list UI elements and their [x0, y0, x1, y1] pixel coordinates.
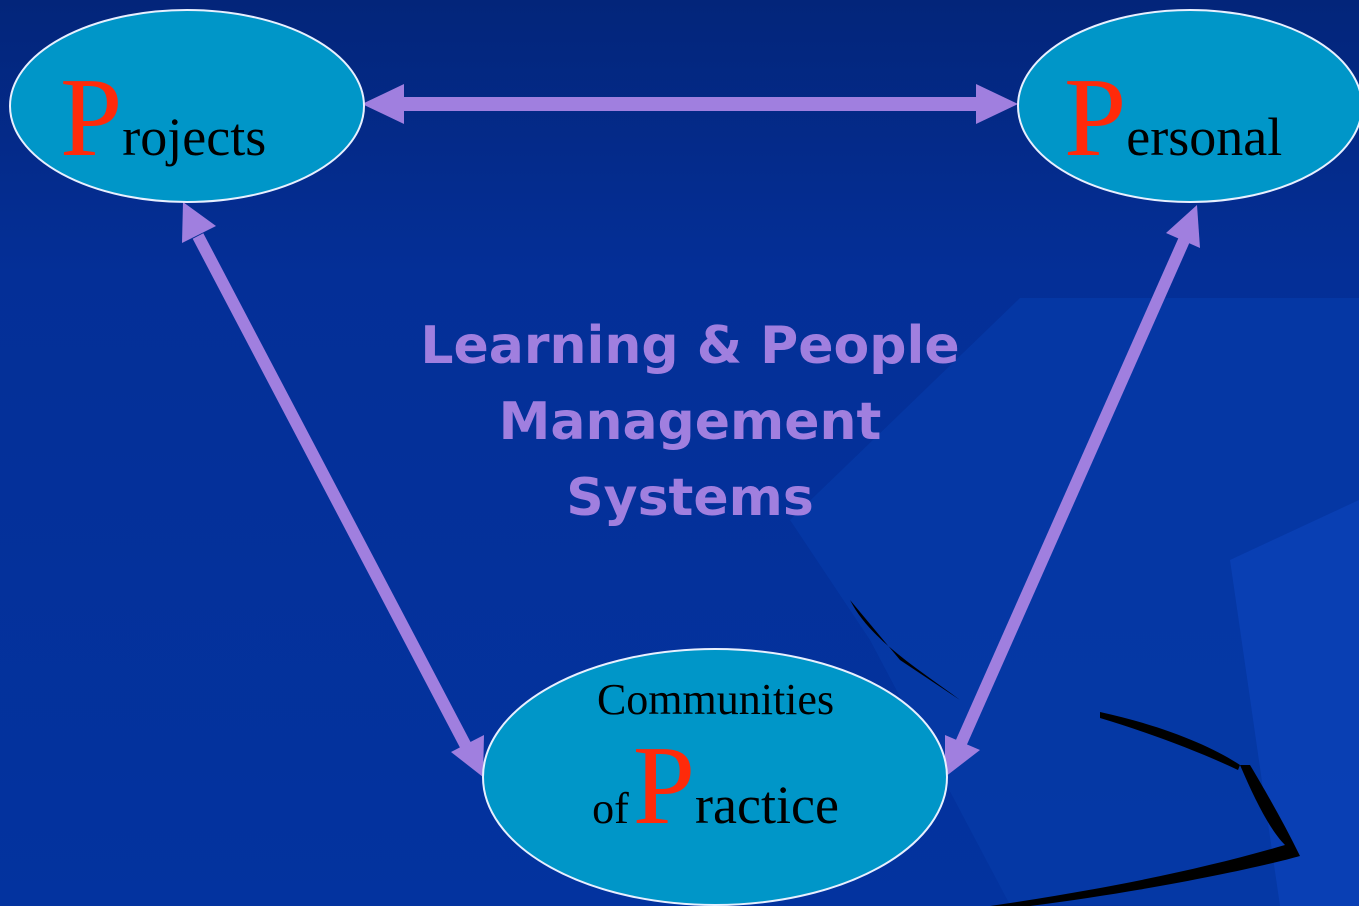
connector-projects-communities: [182, 202, 484, 777]
center-title-line3: Systems: [566, 468, 814, 528]
personal-initial: P: [1064, 56, 1127, 180]
personal-rest: ersonal: [1126, 107, 1283, 167]
center-title-line1: Learning & People: [420, 316, 960, 376]
communities-line1: Communities: [596, 675, 835, 724]
center-title: Learning & People Management Systems: [340, 308, 1040, 536]
communities-prefix: of: [592, 784, 629, 833]
communities-rest: ractice: [695, 775, 839, 835]
connector-projects-personal: [362, 84, 1018, 124]
node-personal: [1017, 9, 1359, 203]
communities-line2: of Practice: [488, 730, 943, 842]
node-communities: [482, 648, 948, 906]
communities-initial: P: [632, 724, 696, 848]
communities-label: Communities of Practice: [488, 675, 943, 843]
projects-rest: rojects: [122, 107, 267, 167]
node-projects: [9, 9, 365, 203]
center-title-line2: Management: [498, 392, 882, 452]
connector-personal-communities: [945, 205, 1200, 777]
projects-label: Projects: [60, 62, 320, 174]
projects-initial: P: [60, 56, 123, 180]
personal-label: Personal: [1064, 62, 1344, 174]
